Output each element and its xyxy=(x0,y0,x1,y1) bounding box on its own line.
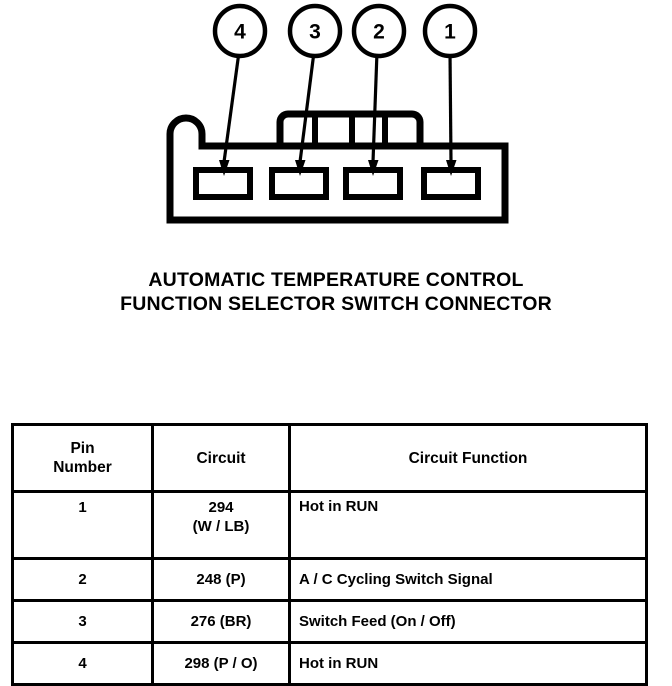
callout-bubble-4: 4 xyxy=(212,3,268,59)
leader-arrow-2 xyxy=(368,160,379,176)
callout-label-4: 4 xyxy=(234,21,246,44)
circuit-color-code: (W / LB) xyxy=(192,518,250,535)
table-row: 3 276 (BR) Switch Feed (On / Off) xyxy=(11,599,648,644)
circuit-code: 294 xyxy=(208,499,234,516)
leader-arrow-4 xyxy=(219,160,230,176)
cell-circuit: 248 (P) xyxy=(151,557,291,602)
leader-line-4 xyxy=(222,51,241,163)
leader-arrow-1 xyxy=(446,160,457,176)
callout-bubble-1: 1 xyxy=(422,3,478,59)
circuit-code: 248 (P) xyxy=(196,571,246,588)
cell-pin-number: 1 xyxy=(11,490,154,560)
cell-circuit-function: Switch Feed (On / Off) xyxy=(288,599,648,644)
pin-table-body: 1 294 (W / LB) Hot in RUN 2 248 (P) A / … xyxy=(11,490,648,686)
pin-header-line-1: Pin xyxy=(70,440,95,457)
pin-cavity-4 xyxy=(193,167,253,200)
leader-line-3 xyxy=(298,51,316,163)
pin-table-container: Pin Number Circuit Circuit Function 1 29… xyxy=(11,423,648,686)
connector-illustration: 4 3 2 1 xyxy=(166,3,509,224)
leader-line-2 xyxy=(371,51,379,163)
circuit-code: 276 (BR) xyxy=(190,613,252,630)
cell-circuit: 276 (BR) xyxy=(151,599,291,644)
callout-label-2: 2 xyxy=(373,21,385,44)
column-header-circuit-function: Circuit Function xyxy=(288,423,648,493)
cell-circuit-function: A / C Cycling Switch Signal xyxy=(288,557,648,602)
callout-bubble-3: 3 xyxy=(287,3,343,59)
cell-pin-number: 2 xyxy=(11,557,154,602)
connector-locking-tab xyxy=(276,110,424,146)
callout-bubble-2: 2 xyxy=(351,3,407,59)
pin-cavity-3 xyxy=(269,167,329,200)
figure-caption: AUTOMATIC TEMPERATURE CONTROL FUNCTION S… xyxy=(0,268,672,316)
table-row: 2 248 (P) A / C Cycling Switch Signal xyxy=(11,557,648,602)
figure-caption-line-2: FUNCTION SELECTOR SWITCH CONNECTOR xyxy=(120,293,552,315)
pin-header-line-2: Number xyxy=(53,459,112,476)
cell-circuit: 294 (W / LB) xyxy=(151,490,291,560)
table-row: 1 294 (W / LB) Hot in RUN xyxy=(11,490,648,560)
column-header-pin-number: Pin Number xyxy=(11,423,154,493)
leader-arrow-3 xyxy=(295,160,306,176)
leader-line-1 xyxy=(448,51,453,163)
cell-circuit-function: Hot in RUN xyxy=(288,490,648,560)
pin-table-header: Pin Number Circuit Circuit Function xyxy=(11,423,648,493)
callout-label-3: 3 xyxy=(309,21,321,44)
column-header-circuit: Circuit xyxy=(151,423,291,493)
callout-label-1: 1 xyxy=(444,21,456,44)
cell-pin-number: 3 xyxy=(11,599,154,644)
figure-caption-line-1: AUTOMATIC TEMPERATURE CONTROL xyxy=(148,269,524,291)
table-header-row: Pin Number Circuit Circuit Function xyxy=(11,423,648,493)
connector-diagram: 4 3 2 1 xyxy=(0,0,672,250)
connector-body-outline xyxy=(166,114,509,224)
pin-table: Pin Number Circuit Circuit Function 1 29… xyxy=(11,423,648,686)
